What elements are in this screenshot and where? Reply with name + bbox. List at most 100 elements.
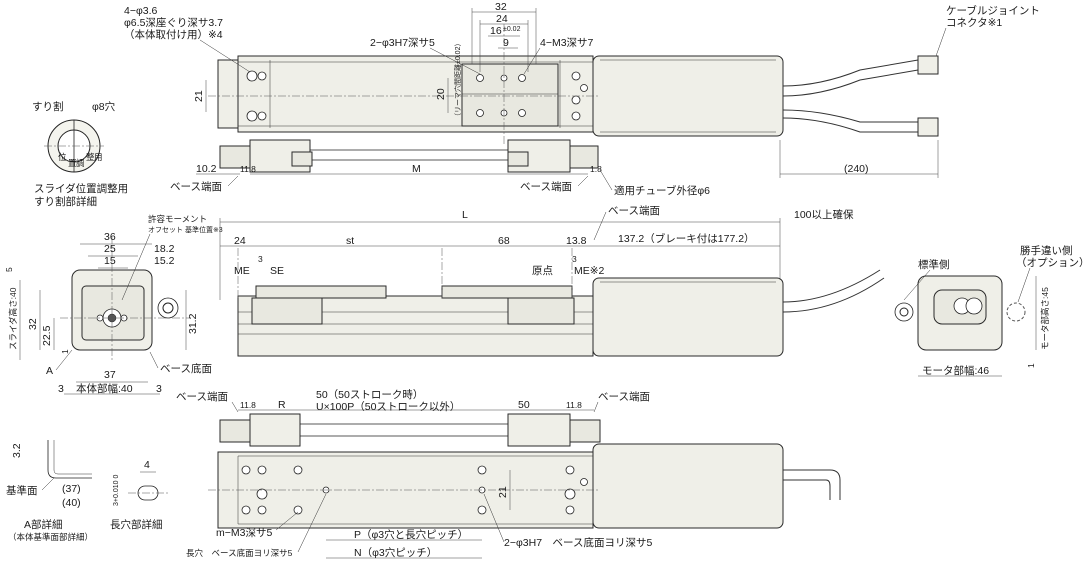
stroke-note-2: U×100P（50ストローク以外） (316, 401, 460, 413)
suriwari-label: すり割 (32, 100, 64, 113)
front-dim-3b: 3 (156, 383, 162, 395)
front-dim-37: 37 (104, 369, 116, 381)
front-dim-36: 36 (104, 231, 116, 243)
mount-hole (246, 70, 258, 82)
vertical-tol-note: （リーマ穴間距離±0.02） (453, 40, 462, 120)
motor-height: モータ部高さ:45 (1040, 287, 1050, 350)
bottom-base-end-right: ベース端面 (598, 390, 650, 403)
bottom-dim-21: 21 (497, 486, 509, 498)
mount-hole (257, 111, 267, 121)
bottom-dim-50: 50 (518, 399, 530, 411)
dim-3-left: 3 (258, 254, 263, 264)
front-dim-1: 1 (60, 349, 70, 354)
brake-note: 137.2（ブレーキ付は177.2） (618, 232, 755, 245)
opposite-side-1: 勝手違い側 (1020, 244, 1073, 257)
mount-hole (580, 84, 588, 92)
dim-11-8: 11.8 (240, 164, 256, 174)
a-dim-37: (37) (62, 483, 81, 495)
mount-hole (571, 111, 581, 121)
dim-1-8: 1.8 (590, 164, 602, 174)
base-end-top: ベース端面 (608, 204, 660, 217)
tube-note: 適用チューブ外径φ6 (614, 184, 710, 197)
dim-24-side: 24 (234, 235, 246, 247)
top-view: 32 24 16 ±0.02 9 2−φ3H7深サ5 4−M3深サ7 20 （リ… (124, 1, 1040, 178)
a-detail-profile (47, 440, 92, 479)
a-caption-2: （本体基準面部詳細） (8, 532, 93, 542)
mount-note-3: （本体取付け用）※4 (124, 28, 223, 41)
dim-10-2: 10.2 (196, 163, 217, 175)
hole-8-label: φ8穴 (92, 100, 116, 113)
bottom-tube-block-left (249, 413, 301, 447)
side-motor-block (592, 277, 784, 357)
slider-height: スライダ高さ:40 (8, 287, 18, 350)
slider-hole (476, 109, 484, 117)
front-view: 36 25 15 18.2 15.2 許容モーメント オフセット 基準位置※3 … (4, 214, 223, 395)
slider-hole (518, 74, 526, 82)
front-dim-22-5: 22.5 (41, 325, 53, 346)
a-detail: 3.2 基準面 (37) (40) A部詳細 （本体基準面部詳細） (6, 440, 93, 542)
stroke-note-1: 50（50ストローク時） (316, 389, 423, 401)
standard-side: 標準側 (918, 258, 950, 271)
connector-upper (917, 55, 939, 75)
slit-you: 用 (94, 152, 103, 162)
bottom-tube-block-right (507, 413, 571, 447)
slit-sei: 整 (86, 152, 95, 162)
cable-lower (782, 109, 918, 123)
tap-note: 4−M3深サ7 (540, 37, 594, 49)
front-dim-32: 32 (27, 318, 39, 330)
dim-3-right: 3 (572, 254, 577, 264)
mount-hole (571, 71, 581, 81)
opposite-side-knob (1006, 302, 1026, 322)
side-slider-left (255, 285, 387, 299)
bottom-base-end-left: ベース端面 (176, 390, 228, 403)
pitch-P: P（φ3穴と長穴ピッチ） (354, 528, 468, 541)
bottom-cable (783, 469, 841, 500)
slit-detail: すり割 φ8穴 位 置 調 整 用 スライダ位置調整用 すり割部詳細 (32, 100, 128, 208)
a-caption-1: A部詳細 (24, 518, 63, 531)
body-width: 本体部幅:40 (76, 382, 133, 395)
front-dim-3a: 3 (58, 383, 64, 395)
slot-dim-3-tol: 3+0.010 0 (113, 475, 120, 506)
side-slider-right (441, 285, 573, 299)
base-end-left: ベース端面 (170, 180, 222, 193)
dim-st: st (346, 235, 354, 247)
bottom-dim-11-8-r: 11.8 (566, 400, 582, 410)
dim-16: 16 (490, 25, 502, 37)
cable-joint-note-2: コネクタ※1 (946, 17, 1002, 29)
mount-note-1: 4−φ3.6 (124, 5, 158, 17)
front-dim-31-2: 31.2 (187, 313, 199, 334)
offset-ref: オフセット 基準位置※3 (148, 225, 223, 234)
cable-joint-note-1: ケーブルジョイント (946, 4, 1040, 17)
dim-20: 20 (435, 88, 447, 100)
allowable-moment: 許容モーメント (148, 214, 207, 224)
base-end-right: ベース端面 (520, 180, 572, 193)
bottom-pin-note: 2−φ3H7 ベース底面ヨリ深サ5 (504, 536, 653, 549)
bottom-dim-R: R (278, 399, 286, 411)
slot-caption: 長穴部詳細 (110, 518, 163, 531)
dim-21: 21 (193, 90, 205, 102)
motor-end-view: 標準側 勝手違い側 （オプション） モータ部高さ:45 1 モータ部幅:46 (894, 244, 1086, 377)
mount-note-2: φ6.5深座ぐり深サ3.7 (124, 16, 223, 29)
a-dim-40: (40) (62, 497, 81, 509)
slit-chosei: 調 (76, 158, 85, 168)
label-A: A (46, 365, 53, 377)
tube-fitting-right (569, 145, 599, 169)
bottom-view: ベース端面 ベース端面 11.8 R 50（50ストローク時） U×100P（5… (176, 389, 841, 559)
bottom-dim-11-8-l: 11.8 (240, 400, 256, 410)
mount-hole (257, 71, 267, 81)
side-cable (782, 269, 881, 303)
clearance-note: 100以上確保 (794, 208, 854, 221)
slit-caption-2: すり割部詳細 (34, 195, 97, 208)
a-dim-3-2: 3.2 (11, 443, 23, 458)
ref-surface: 基準面 (6, 484, 38, 497)
me-right: ME※2 (574, 265, 605, 277)
dim-M: M (412, 163, 421, 175)
dim-68: 68 (498, 235, 510, 247)
slit-chi: 置 (68, 158, 77, 168)
top-left-endcap (217, 59, 239, 129)
pin-hole-note: 2−φ3H7深サ5 (370, 37, 435, 49)
slot-dim-4: 4 (144, 459, 150, 471)
dim-16-tol: ±0.02 (503, 26, 521, 33)
front-dim-5: 5 (4, 267, 14, 272)
